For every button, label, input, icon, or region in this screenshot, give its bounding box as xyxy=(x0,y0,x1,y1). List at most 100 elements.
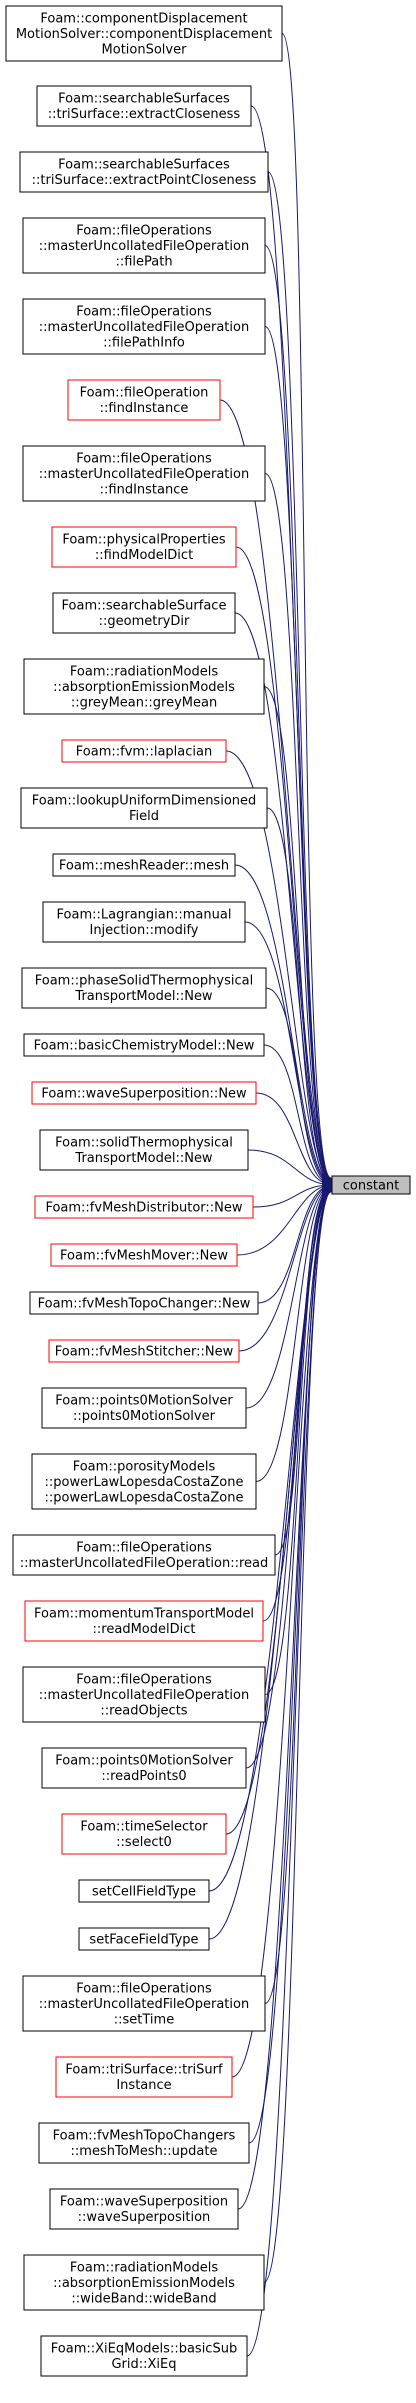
call-edge xyxy=(255,1183,332,1482)
caller-node[interactable]: Foam::fvMeshMover::New xyxy=(50,1243,238,1267)
call-edge xyxy=(236,1181,332,1256)
caller-node-label-line: MotionSolver::componentDisplacement xyxy=(16,27,272,42)
caller-node-label-line: Foam::fvMeshDistributor::New xyxy=(45,1200,242,1215)
caller-node[interactable]: Foam::fileOperations::masterUncollatedFi… xyxy=(12,1534,276,1576)
caller-node-label-line: Foam::triSurface::triSurf xyxy=(65,2063,223,2078)
target-node[interactable]: constant xyxy=(331,1175,411,1195)
caller-node-label-line: ::filePath xyxy=(115,254,172,269)
caller-node[interactable]: Foam::Lagrangian::manualInjection::modif… xyxy=(42,901,246,943)
caller-node-box xyxy=(52,592,236,634)
caller-node[interactable]: Foam::waveSuperposition::waveSuperpositi… xyxy=(49,2188,239,2230)
caller-node-label-line: ::readModelDict xyxy=(93,1622,196,1637)
call-edge xyxy=(244,921,332,1187)
caller-node[interactable]: Foam::searchableSurfaces::triSurface::ex… xyxy=(36,85,252,127)
caller-node[interactable]: Foam::porosityModels::powerLawLopesdaCos… xyxy=(31,1453,257,1510)
caller-node-box xyxy=(40,2335,248,2377)
caller-node-label-line: Foam::points0MotionSolver xyxy=(55,1754,233,1769)
caller-node[interactable]: Foam::timeSelector::select0 xyxy=(61,1813,227,1855)
caller-node[interactable]: setFaceFieldType xyxy=(78,1927,210,1951)
caller-node-label-line: Foam::lookupUniformDimensioned xyxy=(32,794,257,809)
caller-node-label-line: ::masterUncollatedFileOperation::read xyxy=(20,1556,268,1571)
caller-node-box xyxy=(52,853,236,877)
caller-node-label-line: Foam::componentDisplacement xyxy=(40,11,247,26)
edges-layer xyxy=(208,33,332,2357)
caller-node-label-line: ::setTime xyxy=(114,2012,174,2027)
call-edge xyxy=(264,245,332,1183)
caller-node-label-line: ::absorptionEmissionModels xyxy=(53,2276,235,2291)
caller-node[interactable]: Foam::radiationModels::absorptionEmissio… xyxy=(23,2254,265,2311)
caller-node-label-line: ::triSurface::extractPointCloseness xyxy=(32,173,257,188)
caller-node-label-line: ::powerLawLopesdaCostaZone xyxy=(45,1475,244,1490)
call-edge xyxy=(247,1149,332,1189)
caller-node-label-line: ::geometryDir xyxy=(99,614,190,629)
caller-node-label-line: Foam::waveSuperposition xyxy=(60,2195,228,2210)
caller-node-box xyxy=(67,379,221,421)
caller-node[interactable]: Foam::solidThermophysicalTransportModel:… xyxy=(39,1129,249,1171)
call-edge xyxy=(264,1186,332,2004)
caller-node[interactable]: Foam::points0MotionSolver::readPoints0 xyxy=(41,1747,247,1789)
caller-node[interactable]: Foam::fileOperations::masterUncollatedFi… xyxy=(22,1975,266,2032)
caller-node-label-line: ::filePathInfo xyxy=(103,335,185,350)
caller-node[interactable]: Foam::points0MotionSolver::points0Motion… xyxy=(41,1387,247,1429)
caller-node-box xyxy=(41,1387,247,1429)
caller-node-label-line: ::masterUncollatedFileOperation xyxy=(39,1688,249,1703)
caller-node-label-line: Foam::waveSuperposition::New xyxy=(41,1086,247,1101)
caller-node-box xyxy=(61,739,227,763)
caller-node-box xyxy=(78,1927,210,1951)
caller-node[interactable]: Foam::meshReader::mesh xyxy=(52,853,236,877)
caller-node[interactable]: Foam::basicChemistryModel::New xyxy=(23,1033,265,1057)
caller-node[interactable]: Foam::fileOperation::findInstance xyxy=(67,379,221,421)
caller-node-box xyxy=(41,1747,247,1789)
call-edge xyxy=(257,1181,332,1304)
call-edge xyxy=(238,1182,332,1352)
caller-node-box xyxy=(36,85,252,127)
caller-node-label-line: Foam::fileOperations xyxy=(76,223,212,238)
call-edge xyxy=(235,546,332,1185)
caller-node-label-line: ::absorptionEmissionModels xyxy=(53,680,235,695)
caller-node-label-line: ::readObjects xyxy=(100,1703,187,1718)
call-edge xyxy=(255,1092,332,1189)
caller-node-box xyxy=(12,1534,276,1576)
caller-node-label-line: Foam::radiationModels xyxy=(70,664,218,679)
caller-node-label-line: Foam::solidThermophysical xyxy=(55,1136,233,1151)
caller-node[interactable]: Foam::fvMeshDistributor::New xyxy=(34,1195,254,1219)
caller-node-box xyxy=(78,1879,210,1903)
caller-node-label-line: Foam::fileOperation xyxy=(80,386,209,401)
caller-node[interactable]: Foam::phaseSolidThermophysicalTransportM… xyxy=(21,967,267,1009)
caller-node-label-line: Foam::physicalProperties xyxy=(62,533,226,548)
call-edge xyxy=(234,864,332,1187)
call-edge xyxy=(264,326,332,1184)
caller-node[interactable]: Foam::fvMeshStitcher::New xyxy=(48,1339,240,1363)
caller-node[interactable]: Foam::waveSuperposition::New xyxy=(31,1081,257,1105)
caller-node-label-line: ::select0 xyxy=(116,1835,172,1850)
caller-node-box xyxy=(61,1813,227,1855)
target-node-label: constant xyxy=(343,1179,400,1194)
caller-node-box xyxy=(19,151,269,193)
caller-node[interactable]: Foam::searchableSurfaces::triSurface::ex… xyxy=(19,151,269,193)
caller-node[interactable]: Foam::fileOperations::masterUncollatedFi… xyxy=(22,445,266,502)
caller-node-box xyxy=(23,658,265,715)
caller-node-label-line: Foam::basicChemistryModel::New xyxy=(34,1038,255,1053)
caller-node[interactable]: Foam::fileOperations::masterUncollatedFi… xyxy=(22,217,266,274)
caller-node-label-line: ::masterUncollatedFileOperation xyxy=(39,320,249,335)
caller-node[interactable]: Foam::fileOperations::masterUncollatedFi… xyxy=(22,298,266,355)
caller-node[interactable]: Foam::radiationModels::absorptionEmissio… xyxy=(23,658,265,715)
caller-node[interactable]: Foam::fileOperations::masterUncollatedFi… xyxy=(22,1666,266,1723)
caller-node-box xyxy=(49,2188,239,2230)
caller-node[interactable]: Foam::physicalProperties::findModelDict xyxy=(51,526,237,568)
caller-node[interactable]: Foam::fvm::laplacian xyxy=(61,739,227,763)
caller-node-box xyxy=(50,1243,238,1267)
caller-node[interactable]: Foam::fvMeshTopoChangers::meshToMesh::up… xyxy=(38,2122,250,2164)
caller-node[interactable]: setCellFieldType xyxy=(78,1879,210,1903)
caller-node-box xyxy=(31,1453,257,1510)
caller-node[interactable]: Foam::searchableSurface::geometryDir xyxy=(52,592,236,634)
caller-node-box xyxy=(55,2056,233,2098)
caller-node[interactable]: Foam::componentDisplacementMotionSolver:… xyxy=(5,5,283,62)
caller-node[interactable]: Foam::momentumTransportModel::readModelD… xyxy=(24,1600,264,1642)
caller-node-label-line: Foam::fileOperations xyxy=(76,304,212,319)
caller-node[interactable]: Foam::fvMeshTopoChanger::New xyxy=(29,1291,259,1315)
